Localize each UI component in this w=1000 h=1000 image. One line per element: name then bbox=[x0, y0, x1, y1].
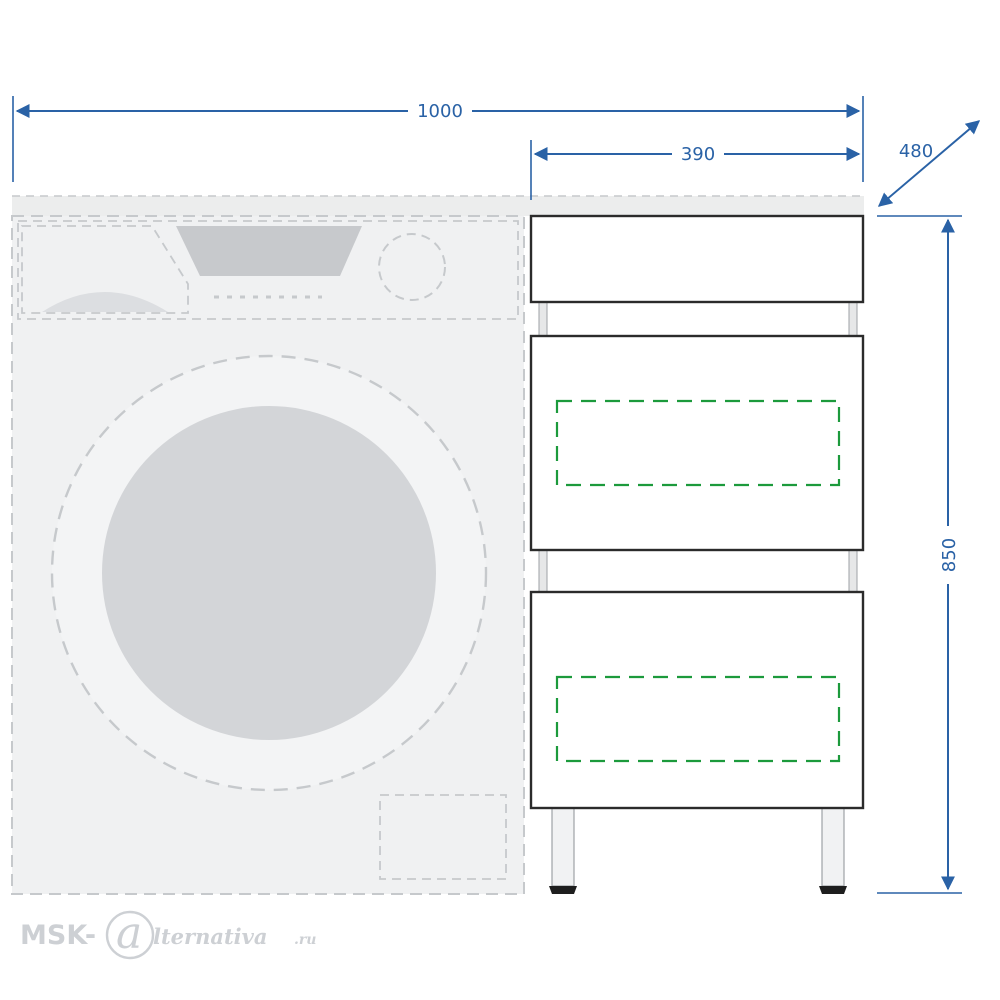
countertop bbox=[12, 196, 864, 216]
dimension-depth: 480 bbox=[877, 120, 981, 207]
cabinet-side-post bbox=[538, 301, 548, 337]
dimension-line bbox=[877, 120, 981, 207]
drawer-1-front bbox=[529, 334, 865, 552]
total-width-label: 1000 bbox=[417, 101, 463, 122]
drawer-2-marker bbox=[555, 675, 841, 763]
watermark-at-ring bbox=[105, 910, 155, 960]
dimension-height: 850 bbox=[877, 215, 962, 894]
watermark-tld: .ru bbox=[294, 932, 316, 948]
program-knob bbox=[378, 233, 446, 301]
filter-hatch bbox=[379, 794, 507, 880]
door-glass bbox=[102, 406, 436, 740]
drawer-handle bbox=[42, 292, 168, 312]
drawer-2-front bbox=[529, 590, 865, 810]
watermark-logo: MSK- a lternativa .ru bbox=[20, 908, 316, 960]
cabinet-leg-right bbox=[821, 807, 845, 887]
cabinet bbox=[529, 214, 865, 894]
cabinet-side-post bbox=[848, 301, 858, 337]
watermark-prefix: MSK- bbox=[20, 920, 96, 951]
cabinet-top-panel bbox=[529, 214, 865, 304]
watermark-at: a bbox=[116, 908, 142, 959]
detergent-drawer bbox=[21, 225, 189, 314]
dimension-cabinet-width: 390 bbox=[530, 140, 861, 200]
dimension-total-width: 1000 bbox=[12, 96, 864, 182]
height-label: 850 bbox=[939, 538, 960, 572]
depth-label: 480 bbox=[899, 141, 933, 162]
display-panel bbox=[176, 226, 362, 276]
drawer-1-marker bbox=[555, 399, 841, 487]
cabinet-leg-left bbox=[551, 807, 575, 887]
cabinet-foot-right bbox=[819, 886, 847, 894]
cabinet-side-post bbox=[538, 549, 548, 593]
washing-machine bbox=[11, 215, 525, 895]
watermark-suffix: lternativa bbox=[153, 924, 267, 949]
cabinet-width-label: 390 bbox=[681, 144, 715, 165]
cabinet-side-post bbox=[848, 549, 858, 593]
cabinet-foot-left bbox=[549, 886, 577, 894]
